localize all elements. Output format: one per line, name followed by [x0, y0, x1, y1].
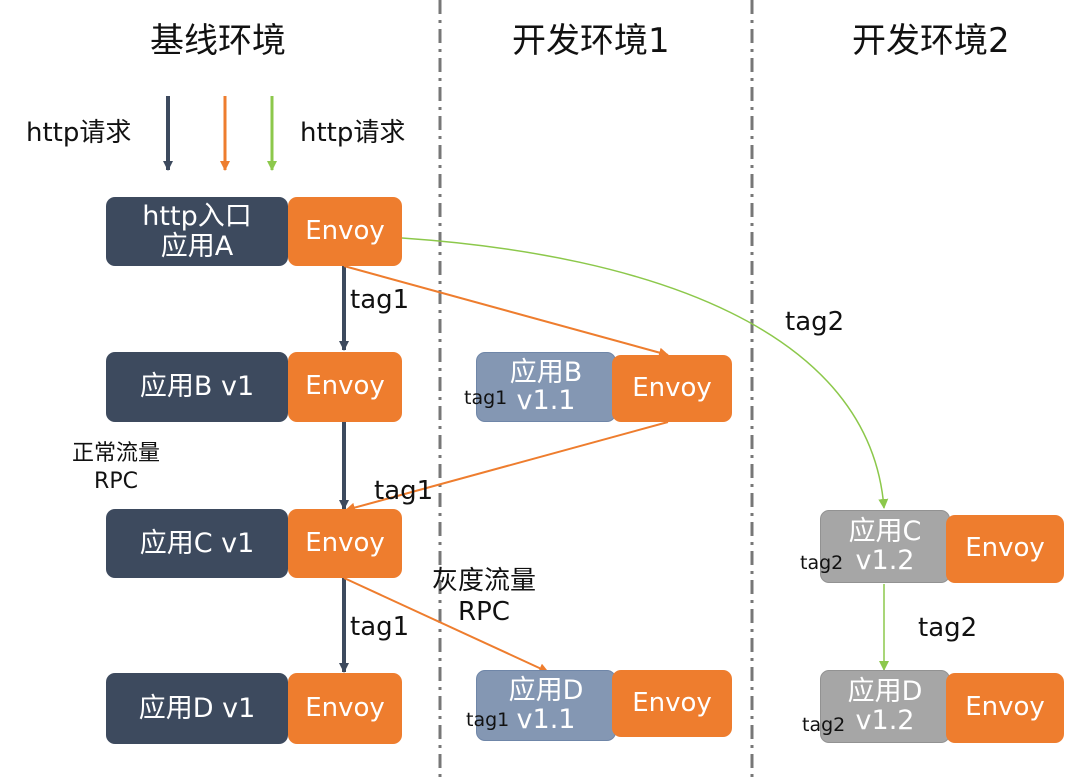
- baseline-app-d: 应用D v1: [106, 673, 288, 744]
- baseline-app-a-envoy: Envoy: [288, 197, 402, 266]
- dev1-app-b-line2: v1.1: [516, 385, 576, 416]
- dev1-app-b: 应用B v1.1: [476, 352, 616, 422]
- column-title-dev1: 开发环境1: [512, 21, 670, 61]
- column-title-baseline: 基线环境: [150, 21, 286, 61]
- baseline-app-d-envoy: Envoy: [288, 673, 402, 744]
- dev1-app-b-tag: tag1: [464, 387, 508, 409]
- gray-traffic-label: 灰度流量 RPC: [432, 566, 536, 628]
- edge-label-c-to-d: tag1: [350, 612, 410, 642]
- http-request-label-left: http请求: [26, 118, 132, 148]
- arrow-dev1-b-to-c: [345, 421, 669, 513]
- dev1-app-d: 应用D v1.1: [476, 670, 616, 741]
- gray-traffic-line1: 灰度流量: [432, 566, 537, 596]
- arrow-c-to-dev1-d: [343, 577, 549, 673]
- column-title-dev2: 开发环境2: [852, 21, 1010, 61]
- dev2-app-c-envoy: Envoy: [946, 515, 1064, 583]
- dev2-app-d-tag: tag2: [802, 714, 846, 736]
- dev2-app-c: 应用C v1.2: [820, 510, 950, 583]
- baseline-app-c-envoy: Envoy: [288, 509, 402, 578]
- dev1-app-d-tag: tag1: [466, 709, 510, 731]
- http-request-label-right: http请求: [300, 118, 406, 148]
- arrow-a-to-dev1-b: [343, 265, 669, 358]
- dev1-app-d-line2: v1.1: [516, 703, 576, 735]
- gray-traffic-line2: RPC: [458, 597, 510, 628]
- baseline-app-c: 应用C v1: [106, 509, 288, 578]
- normal-traffic-line2: RPC: [94, 468, 138, 494]
- dev1-app-b-line1: 应用B: [509, 356, 583, 388]
- normal-traffic-label: 正常流量 RPC: [72, 440, 160, 495]
- baseline-app-a: http入口 应用A: [106, 197, 288, 266]
- normal-traffic-line1: 正常流量: [72, 441, 161, 466]
- arrow-a-to-dev2-c: [401, 237, 889, 509]
- dev2-app-d-envoy: Envoy: [946, 673, 1064, 743]
- dev2-app-d-line2: v1.2: [855, 704, 915, 736]
- baseline-app-b: 应用B v1: [106, 352, 288, 422]
- edge-label-devb-to-c: tag1: [374, 476, 434, 506]
- dev2-app-c-line1: 应用C: [848, 516, 922, 548]
- dev2-app-c-line2: v1.2: [855, 544, 915, 576]
- edge-label-dev2c-to-dev2d: tag2: [918, 613, 978, 643]
- edge-label-a-to-b: tag1: [350, 285, 410, 315]
- dev1-app-b-envoy: Envoy: [612, 355, 732, 422]
- edge-label-a-to-dev2: tag2: [785, 307, 845, 337]
- dev1-app-d-line1: 应用D: [508, 675, 584, 707]
- baseline-app-a-line1: http入口: [142, 200, 252, 232]
- baseline-app-a-line2: 应用A: [160, 230, 234, 262]
- dev1-app-d-envoy: Envoy: [612, 670, 732, 737]
- baseline-app-b-envoy: Envoy: [288, 352, 402, 422]
- dev2-app-c-tag: tag2: [800, 552, 844, 574]
- dev2-app-d-line1: 应用D: [847, 676, 923, 708]
